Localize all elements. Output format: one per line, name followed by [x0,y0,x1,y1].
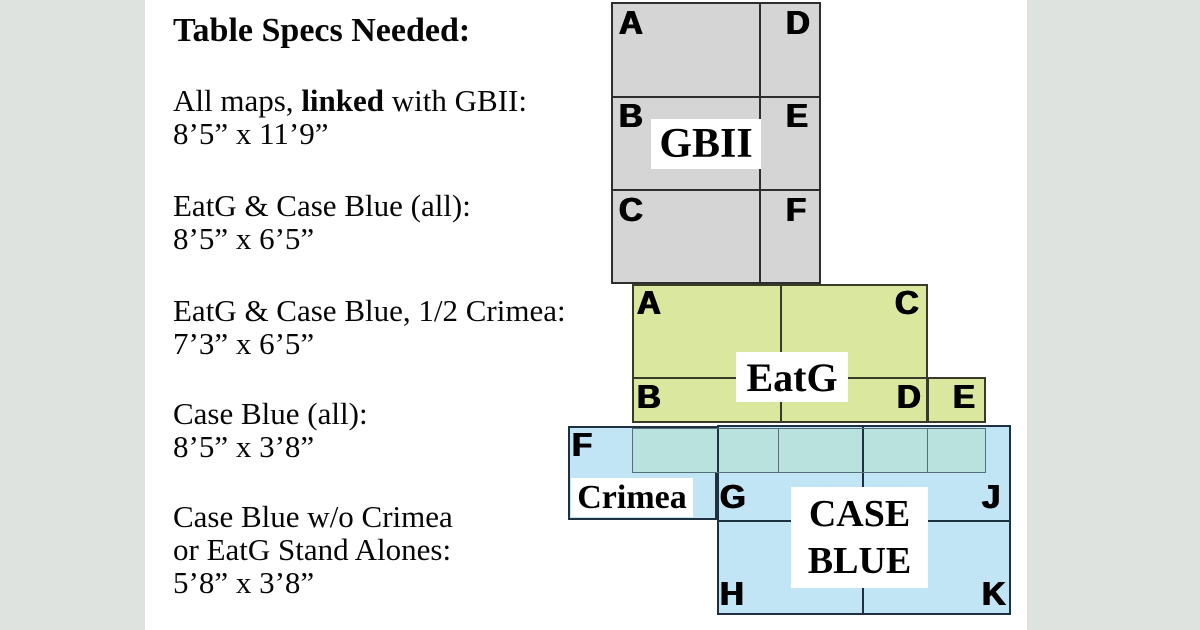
gbii-cell-e-label: E [786,97,809,134]
spec-all-maps-linked: All maps, linked with GBII: 8’5” x 11’9” [173,84,527,150]
spec-size-text: 8’5” x 11’9” [173,116,329,151]
spec-size-text: 8’5” x 6’5” [173,221,315,256]
spec-line-text: EatG & Case Blue, 1/2 Crimea: [173,293,566,328]
left-letterbox-bar [0,0,145,630]
spec-size-text: 7’3” x 6’5” [173,326,315,361]
eatg-e-cell [927,377,986,423]
overlap-divider-4 [927,429,928,472]
spec-eatg-caseblue-all: EatG & Case Blue (all): 8’5” x 6’5” [173,189,471,255]
caseblue-cell-f-label: F [572,426,593,463]
eatg-caseblue-overlap-strip [632,428,986,473]
caseblue-cell-g-label: G [720,478,746,515]
specs-title: Table Specs Needed: [173,12,471,49]
caseblue-cell-k-label: K [982,575,1006,612]
gbii-cell-d-label: D [786,4,810,41]
spec-eatg-caseblue-half-crimea: EatG & Case Blue, 1/2 Crimea: 7’3” x 6’5… [173,294,566,360]
crimea-title-chip: Crimea [571,478,693,517]
right-letterbox-bar [1027,0,1200,630]
spec-size-text: 5’8” x 3’8” [173,565,315,600]
eatg-cell-a-label: A [637,284,661,321]
eatg-cell-b-label: B [637,378,661,415]
gbii-cell-c-label: C [619,191,643,228]
gbii-row-divider-1 [613,96,819,98]
case-blue-title-line2: BLUE [807,539,912,582]
spec-line-text: All maps, [173,83,302,118]
overlap-divider-1 [717,429,719,472]
gbii-title-chip: GBII [651,119,761,169]
overlap-divider-2 [778,429,779,472]
case-blue-title-chip: CASE BLUE [791,487,928,588]
eatg-cell-e-label: E [953,378,976,415]
caseblue-cell-j-label: J [982,478,1001,515]
spec-linked-bold-word: linked [301,83,385,118]
gbii-row-divider-2 [613,189,819,191]
spec-line-text: Case Blue (all): [173,396,368,431]
spec-line-text: Case Blue w/o Crimea [173,499,453,534]
spec-caseblue-wo-crimea: Case Blue w/o Crimea or EatG Stand Alone… [173,500,453,599]
overlap-divider-3 [862,429,864,472]
spec-line-text: or EatG Stand Alones: [173,532,452,567]
gbii-cell-a-label: A [619,4,643,41]
spec-size-text: 8’5” x 3’8” [173,429,315,464]
eatg-cell-d-label: D [897,378,921,415]
eatg-cell-c-label: C [895,284,919,321]
caseblue-cell-h-label: H [720,575,744,612]
spec-caseblue-all: Case Blue (all): 8’5” x 3’8” [173,397,368,463]
gbii-cell-f-label: F [786,191,807,228]
gbii-cell-b-label: B [619,97,643,134]
spec-line-text: with GBII: [384,83,527,118]
case-blue-title-line1: CASE [808,492,911,535]
eatg-title-chip: EatG [736,352,848,402]
spec-line-text: EatG & Case Blue (all): [173,188,471,223]
